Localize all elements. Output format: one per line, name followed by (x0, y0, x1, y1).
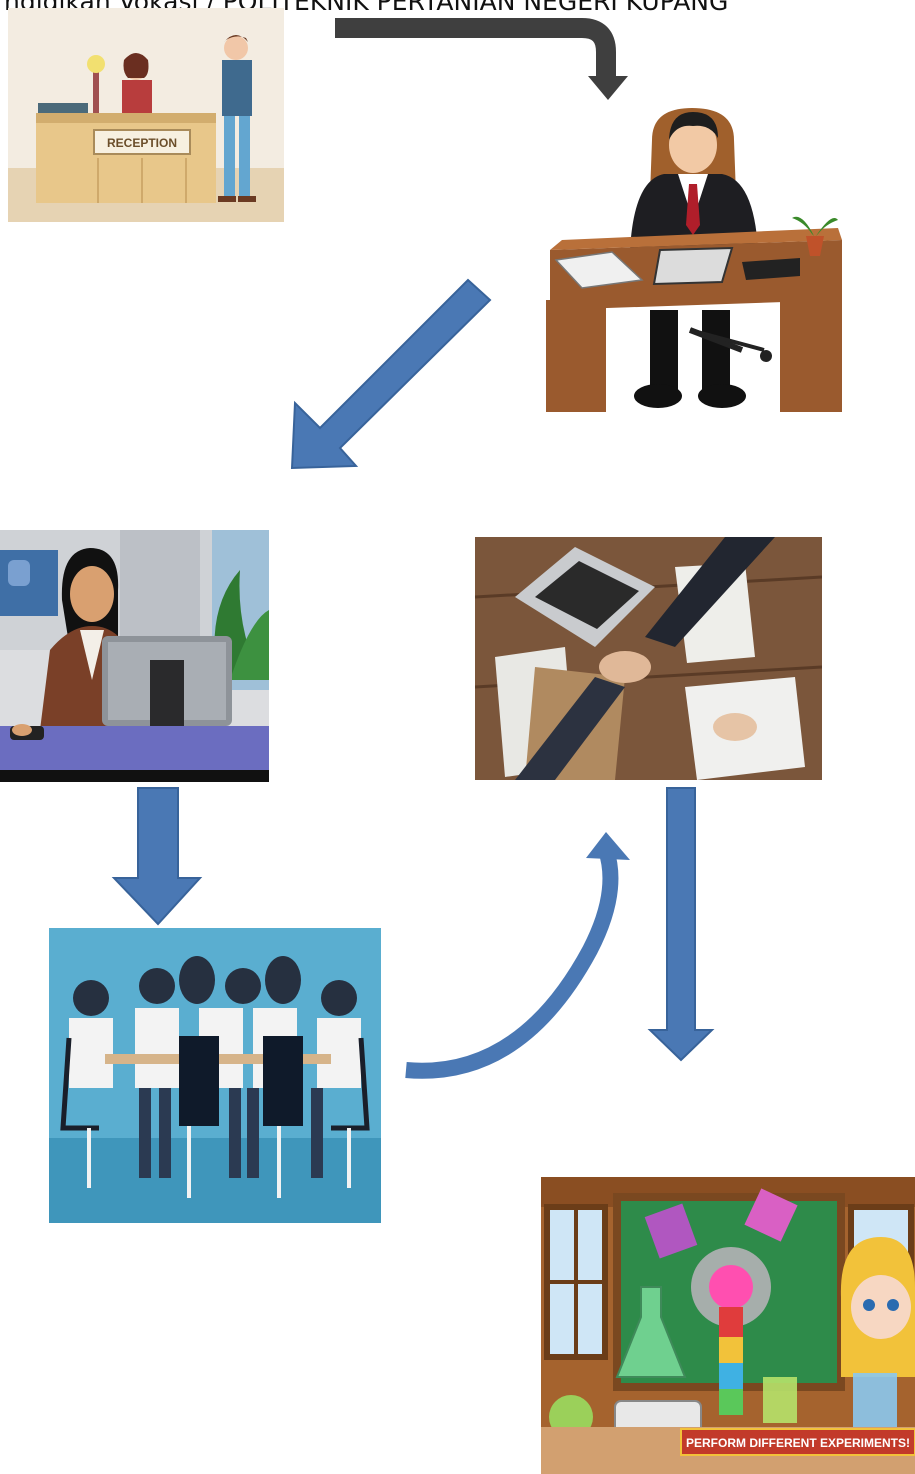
blue-down-arrow-left (111, 787, 203, 926)
handshake-photo (475, 537, 822, 780)
gray-elbow-arrow (335, 18, 616, 76)
reception-sign: RECEPTION (107, 136, 177, 150)
laboratory-illustration: PERFORM DIFFERENT EXPERIMENTS! (541, 1177, 915, 1474)
meeting-illustration (49, 928, 381, 1223)
director-illustration (542, 100, 847, 418)
reception-illustration: RECEPTION (8, 8, 284, 222)
gray-arrow-head (588, 76, 628, 100)
blue-diagonal-arrow (290, 278, 492, 470)
lab-banner: PERFORM DIFFERENT EXPERIMENTS! (686, 1436, 910, 1450)
blue-curved-arrow-head (586, 832, 630, 860)
blue-curved-arrow (405, 847, 619, 1079)
blue-down-arrow-right (647, 787, 715, 1062)
secretary-illustration (0, 530, 269, 782)
